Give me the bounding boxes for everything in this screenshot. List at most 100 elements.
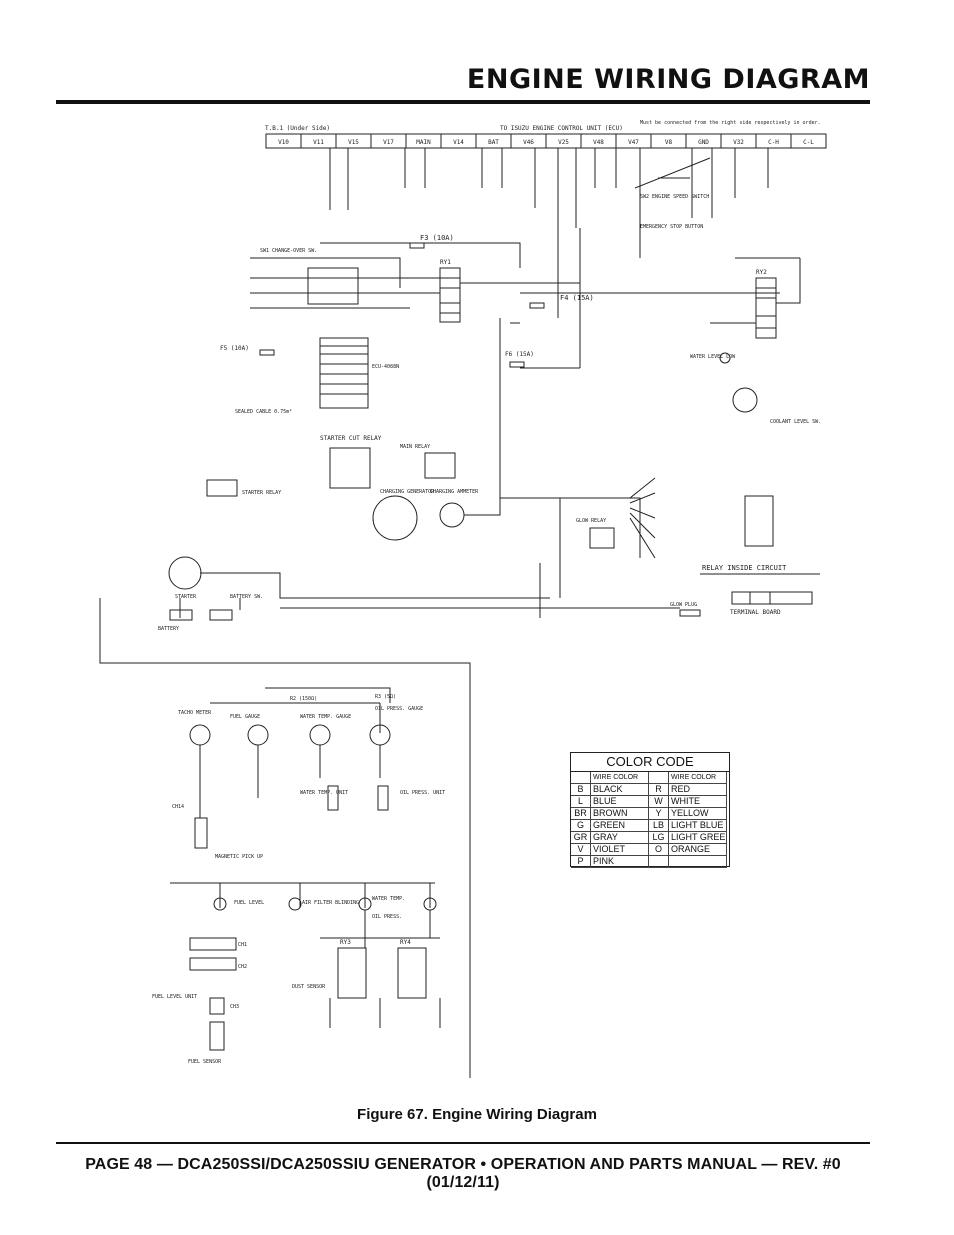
terminal-label: V25 <box>558 139 569 146</box>
starter-label: STARTER <box>175 594 197 600</box>
starter-relay-label: STARTER RELAY <box>242 490 281 496</box>
relay-inside-circuit-label: RELAY INSIDE CIRCUIT <box>702 564 787 572</box>
terminal-label: V8 <box>665 139 673 146</box>
color-code-right-code: W <box>649 796 669 808</box>
f6-label: F6 (15A) <box>505 351 534 358</box>
color-code-left-code: P <box>571 856 591 868</box>
engine-speed-label: SW2 ENGINE SPEED SWITCH <box>640 194 709 200</box>
glow-plug-label: GLOW PLUG <box>670 602 697 608</box>
water-temp-unit-label: WATER TEMP. UNIT <box>300 790 348 796</box>
fuses: F3 (10A) F4 (15A) F5 (10A) F6 (15A) <box>220 234 594 368</box>
color-code-right-name: WHITE <box>669 796 727 808</box>
color-code-right-name: YELLOW <box>669 808 727 820</box>
dust-sensor-label: DUST SENSOR <box>292 984 326 990</box>
color-code-left-code: L <box>571 796 591 808</box>
terminal-label: V46 <box>523 139 534 146</box>
glow-relay-label: GLOW RELAY <box>576 518 606 524</box>
terminal-board-label: TERMINAL BOARD <box>730 609 781 616</box>
terminal-label: MAIN <box>416 139 431 146</box>
terminal-label: V10 <box>278 139 289 146</box>
wiring-diagram: T.B.1 (Under Side) TO ISUZU ENGINE CONTR… <box>99 120 827 1078</box>
color-code-right-name <box>669 856 727 868</box>
cc-header-right: WIRE COLOR <box>669 772 727 784</box>
color-code-title: COLOR CODE <box>571 753 729 772</box>
starter-cut-relay: STARTER CUT RELAY <box>320 435 382 489</box>
terminal-label: C-H <box>768 139 779 146</box>
color-code-left-code: V <box>571 844 591 856</box>
magnetic-pickup-label: MAGNETIC PICK UP <box>215 854 263 860</box>
color-code-right-name: RED <box>669 784 727 796</box>
ry2-label: RY2 <box>756 269 767 276</box>
terminal-label: V48 <box>593 139 604 146</box>
ry1-relay: RY1 <box>439 259 461 323</box>
page-title: ENGINE WIRING DIAGRAM <box>466 64 870 95</box>
cc-header-blank <box>571 772 591 784</box>
fuel-level-label: FUEL LEVEL <box>234 900 264 906</box>
battery-label: BATTERY <box>158 626 179 632</box>
charging-generator-label: CHARGING GENERATOR <box>380 489 435 495</box>
cc-header-left: WIRE COLOR <box>591 772 649 784</box>
sw1-switch: SW1 CHANGE-OVER SW. <box>260 248 359 305</box>
page-footer: PAGE 48 — DCA250SSI/DCA250SSIU GENERATOR… <box>85 1156 841 1191</box>
color-code-left-code: BR <box>571 808 591 820</box>
emergency-stop-label: EMERGENCY STOP BUTTON <box>640 224 703 230</box>
color-code-left-name: VIOLET <box>591 844 649 856</box>
color-code-right-code <box>649 856 669 868</box>
ry2-relay: RY2 <box>710 257 801 339</box>
f3-label: F3 (10A) <box>420 234 454 242</box>
right-bus: COOLANT LEVEL SW. WATER LEVEL LOW EMERGE… <box>629 194 821 559</box>
water-temp-gauge-label: WATER TEMP. GAUGE <box>300 714 351 720</box>
charging-generator: CHARGING GENERATOR CHARGING AMMETER <box>372 318 630 541</box>
color-code-left-name: PINK <box>591 856 649 868</box>
ch2-label: CH2 <box>238 964 247 970</box>
f4-label: F4 (15A) <box>560 294 594 302</box>
relay-inside-circuit: RELAY INSIDE CIRCUIT TERMINAL BOARD <box>700 495 820 616</box>
main-relay: MAIN RELAY <box>400 444 456 479</box>
ecu-label: ECU-4088N <box>372 364 399 370</box>
terminal-label: C-L <box>803 139 814 146</box>
coolant-level-label: COOLANT LEVEL SW. <box>770 419 821 425</box>
r2-label: R2 (150Ω) <box>290 696 317 702</box>
fuel-sensor-label: FUEL SENSOR <box>188 1059 222 1065</box>
water-level-label: WATER LEVEL LOW <box>690 354 736 360</box>
fuel-level-unit-label: FUEL LEVEL UNIT <box>152 994 197 1000</box>
oil-press-lamp-label: OIL PRESS. <box>372 914 402 920</box>
color-code-left-name: GRAY <box>591 832 649 844</box>
ecu-block: ECU-4088N SEALED CABLE 0.75m² <box>235 337 399 415</box>
ry4-label: RY4 <box>400 939 411 946</box>
tacho-meter-label: TACHO METER <box>178 710 212 716</box>
color-code-left-code: GR <box>571 832 591 844</box>
upper-wires <box>250 148 780 369</box>
color-code-right-name: LIGHT GREEN <box>669 832 727 844</box>
terminal-note: Must be connected from the right side re… <box>640 120 821 126</box>
f5-label: F5 (10A) <box>220 345 249 352</box>
water-temp-lamp-label: WATER TEMP. <box>372 896 405 902</box>
terminal-block-label: T.B.1 (Under Side) <box>265 125 330 132</box>
terminal-label: V14 <box>453 139 464 146</box>
ch1-label: CH1 <box>238 942 247 948</box>
glow-circuit: GLOW RELAY GLOW PLUG <box>539 497 701 618</box>
ry3-label: RY3 <box>340 939 351 946</box>
r3-label: R3 (5Ω) <box>375 694 396 700</box>
color-code-left-code: B <box>571 784 591 796</box>
terminal-cell <box>790 133 827 149</box>
air-filter-label: AIR FILTER BLINDING <box>302 900 359 906</box>
color-code-right-code: R <box>649 784 669 796</box>
charging-ammeter-label: CHARGING AMMETER <box>430 489 479 495</box>
oil-press-gauge-label: OIL PRESS. GAUGE <box>375 706 423 712</box>
color-code-left-code: G <box>571 820 591 832</box>
terminal-label: V47 <box>628 139 639 146</box>
color-code-left-name: BROWN <box>591 808 649 820</box>
sw1-label: SW1 CHANGE-OVER SW. <box>260 248 317 254</box>
oil-press-unit-label: OIL PRESS. UNIT <box>400 790 445 796</box>
color-code-left-name: BLACK <box>591 784 649 796</box>
color-code-right-name: LIGHT BLUE <box>669 820 727 832</box>
ch3-label: CH3 <box>230 1004 239 1010</box>
fuel-gauge-label: FUEL GAUGE <box>230 714 260 720</box>
color-code-left-name: BLUE <box>591 796 649 808</box>
terminal-label: V32 <box>733 139 744 146</box>
lamps-section: FUEL LEVEL AIR FILTER BLINDING WATER TEM… <box>152 882 441 1065</box>
ch14-label: CH14 <box>172 804 184 810</box>
